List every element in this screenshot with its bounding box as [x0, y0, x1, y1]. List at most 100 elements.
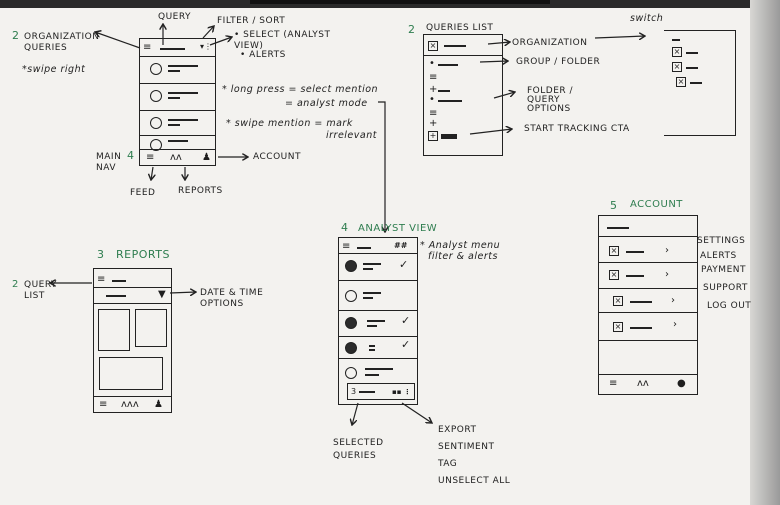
action-sentiment: Sentiment [438, 442, 495, 452]
irrelevant-note: irrelevant [326, 130, 377, 141]
dropdown-icon[interactable]: ▼ [158, 289, 166, 300]
action-icons[interactable]: ▪▪ ⋮ [392, 388, 411, 396]
swipe-right-note: *swipe right [22, 64, 86, 75]
analyst-menu-note: * Analyst menu [420, 240, 501, 251]
filter-sort-label: Filter / sort [217, 16, 286, 26]
badge-query-list: 2 [12, 279, 19, 290]
start-tracking-cta-label: Start tracking CTA [524, 124, 630, 134]
arrow-group [479, 61, 508, 62]
report-card[interactable] [98, 309, 130, 351]
badge-reports: 3 [97, 248, 105, 261]
queries-phone-sketch: × • ≡ + • ≡ + + [423, 34, 503, 156]
switch-label: switch [630, 13, 664, 24]
feed-phone-sketch: ≡ ▾⋮ ≡ ʌʌ ♟ [139, 38, 216, 166]
reports-icon: ʌʌʌ [121, 399, 139, 410]
feed-label: Feed [130, 188, 156, 198]
avatar-circle [150, 139, 162, 151]
alerts-label: • Alerts [240, 50, 286, 60]
action-tag: Tag [438, 459, 458, 469]
analyst-view-title: Analyst view [358, 223, 438, 234]
arrow-org [95, 32, 141, 49]
selected-count: 3 [351, 387, 357, 396]
reports-phone-sketch: ≡ ▼ ≡ ʌʌʌ ♟ [93, 268, 172, 413]
account-phone-sketch: ×› ×› ×› ×› ≡ ʌʌ ● [598, 215, 698, 395]
arrow-switch [594, 36, 645, 38]
org-queries-label: Organization queries [24, 32, 100, 53]
date-time-options-label: Date & time options [200, 288, 264, 309]
menu-icon: ≡ [97, 274, 106, 285]
analyst-action-bar: 3 ▪▪ ⋮ [347, 383, 415, 400]
query-label: Query [158, 12, 192, 22]
feed-icon: ≡ [146, 152, 155, 163]
badge-analyst: 4 [341, 221, 349, 234]
analyst-menu-note-2: filter & alerts [428, 251, 498, 262]
selected-circle[interactable] [345, 342, 357, 354]
account-item-settings: Settings [697, 236, 746, 246]
reports-title: Reports [116, 248, 170, 261]
avatar-circle [150, 63, 162, 75]
badge-account: 5 [610, 199, 618, 212]
account-icon: ♟ [202, 152, 211, 163]
action-unselect-all: Unselect all [438, 476, 511, 486]
feed-icon: ≡ [609, 378, 618, 389]
badge-main-nav: 4 [127, 149, 135, 162]
selected-queries-label: Selected queries [333, 438, 384, 461]
reports-label: Reports [178, 186, 223, 196]
report-card[interactable] [135, 309, 167, 347]
account-item-log-out: Log out [707, 301, 752, 311]
main-nav-label: Main nav [96, 152, 122, 173]
switch-panel-sketch: × × × [664, 30, 736, 136]
action-export: Export [438, 425, 477, 435]
queries-list-title: Queries list [426, 23, 494, 33]
org-checkbox-icon: × [428, 41, 438, 51]
badge-org: 2 [12, 29, 20, 42]
menu-icon: ≡ [143, 42, 152, 53]
photo-edge-top [0, 0, 780, 8]
arrow-date [169, 292, 196, 293]
check-icon: ✓ [401, 314, 411, 327]
check-icon: ✓ [401, 338, 411, 351]
analyst-menu-icon[interactable]: ## [394, 241, 408, 250]
unselected-circle[interactable] [345, 290, 357, 302]
report-card-wide[interactable] [99, 357, 163, 390]
folder-query-options-label: Folder / query options [527, 86, 574, 114]
arrow-feed [151, 166, 153, 180]
query-list-label: Query list [24, 280, 58, 301]
check-icon: ✓ [399, 258, 409, 271]
menu-icon: ≡ [342, 241, 351, 252]
photo-edge-top-dark [250, 0, 550, 4]
arrow-select [209, 37, 232, 46]
selected-circle[interactable] [345, 260, 357, 272]
organization-label: Organization [512, 38, 588, 48]
account-item-alerts: Alerts [700, 251, 737, 261]
avatar-circle [150, 90, 162, 102]
add-icon: + [428, 131, 438, 141]
arrow-options [493, 92, 515, 99]
swipe-mention-note: * swipe mention = mark [226, 118, 353, 129]
select-analyst-label: • Select (analyst view) [234, 30, 331, 51]
filter-icon: ▾⋮ [200, 42, 213, 51]
arrow-selected [352, 402, 359, 425]
selected-circle[interactable] [345, 317, 357, 329]
arrow-filter [202, 26, 214, 39]
feed-icon: ≡ [99, 399, 108, 410]
group-folder-label: Group / folder [516, 57, 601, 67]
analyst-phone-sketch: ≡ ## ✓ ✓ ✓ 3 ▪▪ ⋮ [338, 237, 418, 405]
arrow-organization [487, 42, 510, 44]
account-title: Account [630, 199, 683, 210]
arrow-actions [401, 402, 432, 423]
unselected-circle[interactable] [345, 367, 357, 379]
avatar-circle [150, 117, 162, 129]
account-item-support: Support [703, 283, 748, 293]
account-item-payment: Payment [701, 265, 746, 275]
arrow-cta [469, 129, 512, 135]
reports-icon: ʌʌ [637, 378, 649, 389]
account-icon: ♟ [154, 399, 163, 410]
arrow-analyst-mode [378, 101, 385, 232]
analyst-mode-note: = analyst mode [285, 98, 368, 109]
photo-edge-right [750, 0, 780, 505]
account-icon: ● [677, 378, 686, 389]
badge-queries: 2 [408, 23, 416, 36]
reports-icon: ʌʌ [170, 152, 182, 163]
